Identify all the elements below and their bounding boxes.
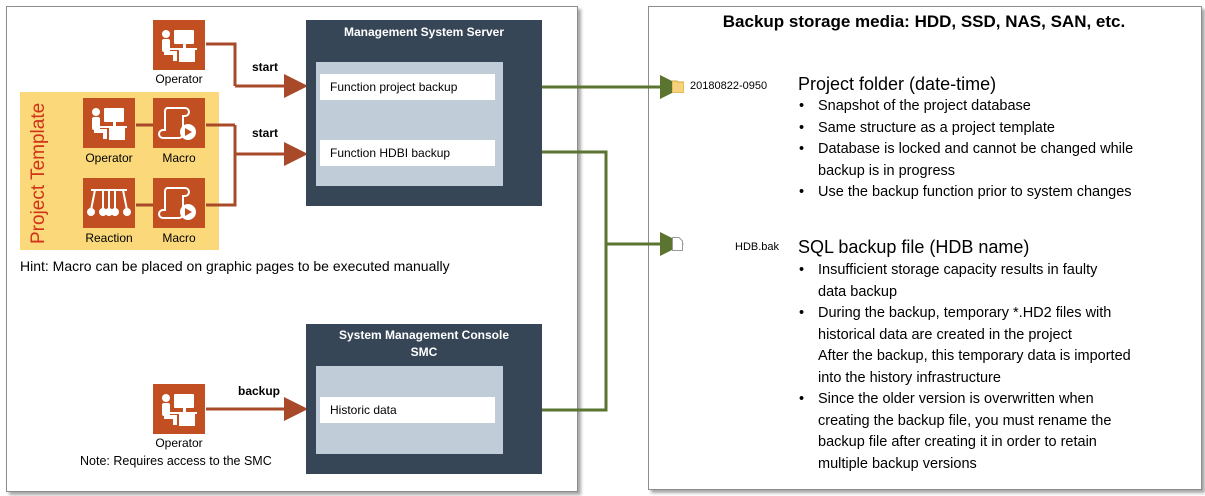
backup-label: backup xyxy=(238,384,281,398)
smc-title-line-1: System Management Console xyxy=(338,328,510,342)
template-macro-1-caption: Macro xyxy=(162,151,196,165)
function-project-backup[interactable]: Function project backup xyxy=(320,74,495,100)
function-hdbi-backup[interactable]: Function HDBI backup xyxy=(320,140,495,166)
operator-icon xyxy=(83,98,135,148)
start-label-1: start xyxy=(252,60,279,74)
folder-icon xyxy=(671,79,685,94)
hint-text: Hint: Macro can be placed on graphic pag… xyxy=(20,258,450,274)
template-operator-caption: Operator xyxy=(85,151,133,165)
reaction-icon xyxy=(83,178,135,228)
list-item: •Database is locked and cannot be change… xyxy=(799,141,1134,179)
storage-media-title: Backup storage media: HDD, SSD, NAS, SAN… xyxy=(722,12,1126,31)
smc-title-line-2: SMC xyxy=(410,345,438,359)
list-item: •During the backup, temporary *.HD2 file… xyxy=(799,305,1131,386)
sql-bullet-list: •Insufficient storage capacity results i… xyxy=(799,260,1189,475)
historic-data[interactable]: Historic data xyxy=(320,397,495,423)
arrow-operator-top xyxy=(206,42,237,86)
project-bullet-list: •Snapshot of the project database •Same … xyxy=(799,96,1189,204)
operator-icon xyxy=(153,20,205,70)
server-title: Management System Server xyxy=(343,25,505,39)
file-icon xyxy=(672,237,683,251)
arrow-macro-2 xyxy=(206,125,237,207)
operator-icon xyxy=(153,384,205,434)
list-item: •Same structure as a project template xyxy=(799,119,1055,136)
macro-icon xyxy=(153,98,205,148)
operator-bottom-caption: Operator xyxy=(155,436,203,450)
file-name: HDB.bak xyxy=(735,241,780,253)
management-system-server: Management System Server Function projec… xyxy=(306,20,542,206)
right-panel xyxy=(648,6,1202,490)
list-item: •Use the backup function prior to system… xyxy=(799,184,1132,200)
project-folder-title: Project folder (date-time) xyxy=(798,74,997,94)
arrow-hdb-backup xyxy=(511,150,684,256)
folder-name: 20180822-0950 xyxy=(690,80,768,92)
system-management-console: System Management Console SMC Historic d… xyxy=(306,324,542,474)
template-reaction-caption: Reaction xyxy=(85,231,133,245)
operator-top-caption: Operator xyxy=(155,72,203,86)
template-macro-2-caption: Macro xyxy=(162,231,196,245)
sql-backup-title: SQL backup file (HDB name) xyxy=(798,237,1030,257)
smc-note: Note: Requires access to the SMC xyxy=(80,454,272,468)
list-item: •Since the older version is overwritten … xyxy=(799,391,1112,472)
list-item: •Snapshot of the project database xyxy=(799,98,1031,114)
start-label-2: start xyxy=(252,126,279,140)
list-item: •Insufficient storage capacity results i… xyxy=(799,262,1098,300)
macro-icon xyxy=(153,178,205,228)
